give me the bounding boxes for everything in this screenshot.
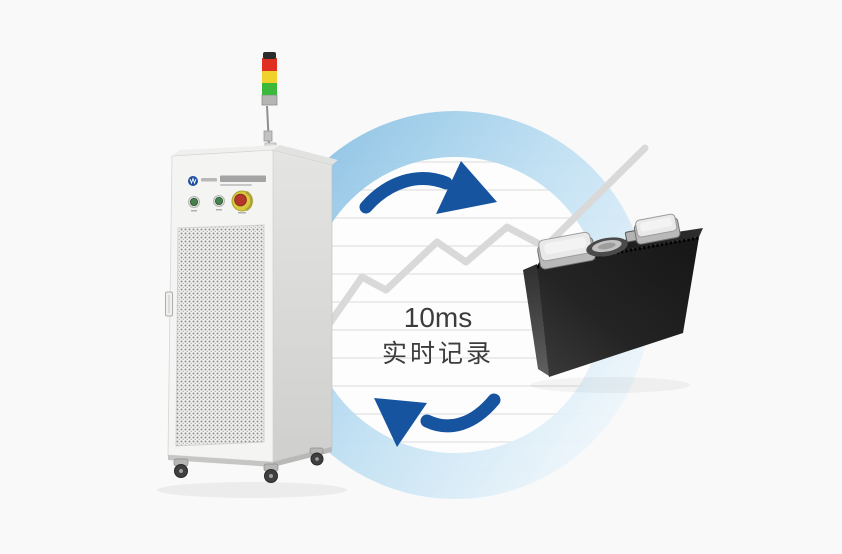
top-arrow-icon (359, 172, 453, 214)
bottom-arrow-icon (420, 393, 501, 433)
top-arrowhead-icon (436, 161, 497, 214)
brand-logo-icon (188, 176, 198, 186)
battery-cell (523, 213, 703, 393)
cabinet-shadow (157, 482, 347, 498)
signal-tower-icon (261, 52, 278, 151)
tower-cap (263, 52, 276, 59)
vent-grille (175, 224, 265, 447)
caster-wheels (173, 447, 324, 483)
battery-vent-valve (586, 237, 628, 257)
battery-front-face (537, 237, 699, 377)
estop-button (234, 193, 247, 207)
caption-realtime-record: 实时记录 (381, 340, 494, 368)
caster-left (173, 458, 189, 478)
caster-middle (263, 463, 279, 483)
panel-branding (188, 175, 266, 186)
panel-title-text-blur (220, 175, 266, 182)
cabinet-top-right (273, 145, 338, 165)
tower-base (261, 94, 278, 106)
caption-interval: 10ms (403, 302, 473, 333)
cabinet-side-panel (272, 149, 333, 463)
ring-inner-disc (285, 135, 625, 475)
tower-green-light (262, 83, 277, 95)
caption: 10ms 实时记录 (348, 302, 528, 369)
panel-controls (188, 190, 254, 214)
cycle-arrows (359, 161, 501, 447)
caster-right (309, 447, 324, 466)
battery-left-side (523, 264, 549, 376)
tester-cabinet (157, 52, 347, 498)
tower-yellow-light (262, 71, 277, 83)
tower-red-light (262, 58, 277, 71)
battery-terminal-right (633, 213, 681, 245)
battery-shadow (530, 377, 690, 393)
bottom-arrowhead-icon (374, 398, 427, 447)
battery-terminal-left (537, 231, 596, 270)
cabinet-top (172, 145, 280, 156)
cabinet-base-front (168, 455, 273, 467)
